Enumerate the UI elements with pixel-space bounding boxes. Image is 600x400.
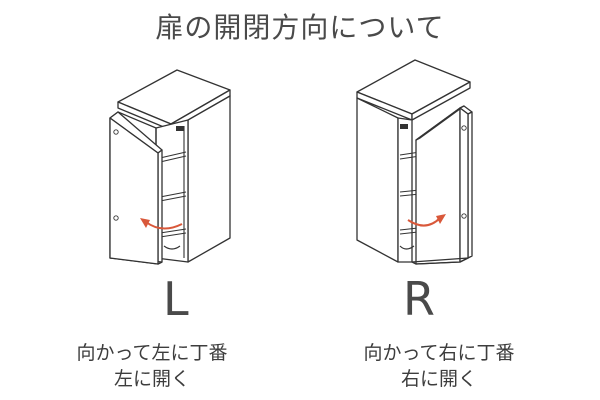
caption-line-1: 向かって左に丁番 [76, 342, 228, 364]
screw-icon [113, 129, 119, 135]
screw-icon [461, 125, 467, 131]
hinge-icon [176, 126, 184, 131]
right-hinged-cabinet-illustration [356, 59, 473, 265]
hinge-caption: 向かって左に丁番 左に開く [27, 340, 277, 392]
left-hinged-cabinet-illustration [109, 69, 231, 265]
page-title: 扉の開閉方向について [155, 11, 445, 44]
left-hinge-panel: L 向かって左に丁番 左に開く [27, 69, 277, 392]
caption-line-1: 向かって右に丁番 [363, 342, 515, 364]
screw-icon [461, 213, 467, 219]
screw-icon [113, 215, 119, 221]
door-swing-arrow-icon [407, 214, 446, 227]
caption-line-2: 左に開く [113, 368, 190, 390]
door-swing-arrow-icon [140, 218, 183, 230]
hinge-caption: 向かって右に丁番 右に開く [314, 340, 564, 392]
right-hinge-panel: R 向かって右に丁番 右に開く [300, 0, 600, 400]
caption-line-2: 右に開く [400, 368, 477, 390]
hinge-icon [400, 124, 408, 129]
